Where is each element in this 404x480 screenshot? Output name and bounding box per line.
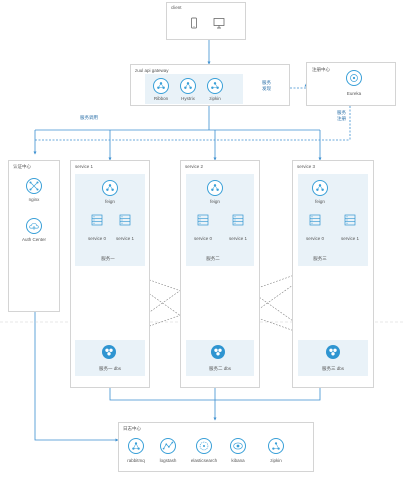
eureka-icon [346, 70, 362, 86]
database-icon [101, 344, 117, 360]
auth-center-box: 认证中心 [8, 160, 60, 312]
server-icon [197, 214, 209, 226]
auth-center-title: 认证中心 [13, 164, 31, 169]
feign-label: feign [105, 199, 115, 204]
register-note: 服务 注册 [337, 110, 346, 121]
auth-center-icon [26, 218, 42, 234]
feign-label: feign [315, 199, 325, 204]
eureka-label: Eureka [346, 91, 362, 96]
zipkin-icon [207, 78, 223, 94]
service-3-title: service 3 [297, 164, 316, 169]
feign-icon [312, 180, 328, 196]
server-icon [309, 214, 321, 226]
registry-title: 注册中心 [312, 67, 330, 72]
rabbitmq-icon [128, 438, 144, 454]
database-icon [325, 344, 341, 360]
instance-label: service 1 [115, 236, 135, 241]
log-center-title: 日志中心 [123, 426, 141, 431]
kibana-label: kibana [231, 458, 245, 463]
rabbitmq-label: rabbitmq [127, 458, 145, 463]
elasticsearch-label: elasticsearch [190, 458, 218, 463]
hystrix-icon [180, 78, 196, 94]
server-icon [91, 214, 103, 226]
nginx-icon [26, 178, 42, 194]
client-title: client [171, 5, 182, 10]
instance-label: service 1 [228, 236, 248, 241]
zipkin-label: zipkin [270, 458, 282, 463]
auth-center-label: Auth Center [21, 237, 47, 242]
server-icon [119, 214, 131, 226]
group-label: 服务三 [313, 256, 327, 261]
desktop-monitor-icon [213, 17, 225, 29]
db-label: 服务三 dbs [321, 366, 345, 371]
db-label: 服务二 dbs [208, 366, 232, 371]
discovery-note: 服务 发现 [262, 80, 271, 91]
logstash-icon [160, 438, 176, 454]
zipkin-icon [268, 438, 284, 454]
group-label: 服务二 [206, 256, 220, 261]
client-box: client [166, 2, 246, 40]
nginx-label: nginx [28, 197, 40, 202]
gateway-title: zuul api gateway [135, 68, 169, 73]
ribbon-icon [153, 78, 169, 94]
hystrix-label: Hystrix [181, 96, 195, 101]
service-1-title: service 1 [75, 164, 94, 169]
kibana-icon [230, 438, 246, 454]
server-icon [232, 214, 244, 226]
instance-label: service 0 [87, 236, 107, 241]
server-icon [344, 214, 356, 226]
mobile-phone-icon [188, 17, 200, 29]
database-icon [210, 344, 226, 360]
group-label: 服务一 [101, 256, 115, 261]
instance-label: service 0 [193, 236, 213, 241]
feign-label: feign [210, 199, 220, 204]
db-label: 服务一 dbs [98, 366, 122, 371]
instance-label: service 0 [305, 236, 325, 241]
service-2-title: service 2 [185, 164, 204, 169]
call-note: 服务调用 [80, 115, 98, 120]
feign-icon [102, 180, 118, 196]
logstash-label: logstash [159, 458, 177, 463]
instance-label: service 1 [340, 236, 360, 241]
elasticsearch-icon [196, 438, 212, 454]
log-center-box: 日志中心 [118, 422, 314, 472]
feign-icon [207, 180, 223, 196]
ribbon-label: Ribbon [153, 96, 169, 101]
zipkin-label: zipkin [209, 96, 221, 101]
